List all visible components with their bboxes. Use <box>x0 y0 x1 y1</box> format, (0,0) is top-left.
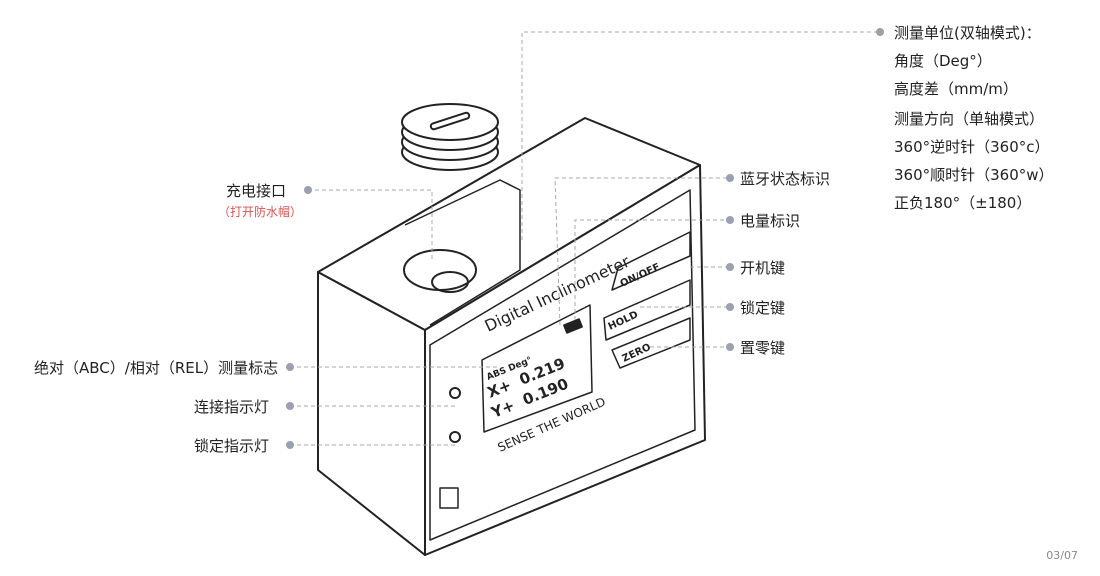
label-power-key: 开机键 <box>740 259 786 277</box>
spec-line: 正负180°（±180） <box>894 194 1032 212</box>
spec-line: 测量方向（单轴模式） <box>894 110 1045 128</box>
spec-line: 360°逆时针（360°c） <box>894 138 1050 156</box>
label-lock-key: 锁定键 <box>740 299 786 317</box>
label-bluetooth: 蓝牙状态标识 <box>740 170 831 188</box>
label-charge-port: 充电接口 <box>226 182 287 200</box>
zero-button-shape <box>611 317 691 369</box>
page-number: 03/07 <box>1046 549 1078 562</box>
label-abs-rel: 绝对（ABC）/相对（REL）测量标志 <box>34 359 279 377</box>
label-charge-port-note: （打开防水帽） <box>218 205 303 219</box>
waterproof-cap <box>401 103 499 171</box>
spec-line: 测量单位(双轴模式)： <box>894 24 1041 42</box>
on-off-button-shape <box>611 231 691 291</box>
leader-lines <box>290 31 880 446</box>
brand-logo <box>439 487 459 509</box>
label-zero-key: 置零键 <box>740 339 786 357</box>
hold-button-shape <box>603 279 691 341</box>
lcd-screen <box>481 304 593 433</box>
spec-line: 360°顺时针（360°w） <box>894 166 1054 184</box>
spec-line: 角度（Deg°） <box>894 52 992 70</box>
label-connect-led: 连接指示灯 <box>194 398 270 416</box>
label-battery: 电量标识 <box>740 212 801 230</box>
spec-line: 高度差（mm/m） <box>894 80 1018 98</box>
charge-port <box>403 249 477 291</box>
label-lock-led: 锁定指示灯 <box>194 437 270 455</box>
